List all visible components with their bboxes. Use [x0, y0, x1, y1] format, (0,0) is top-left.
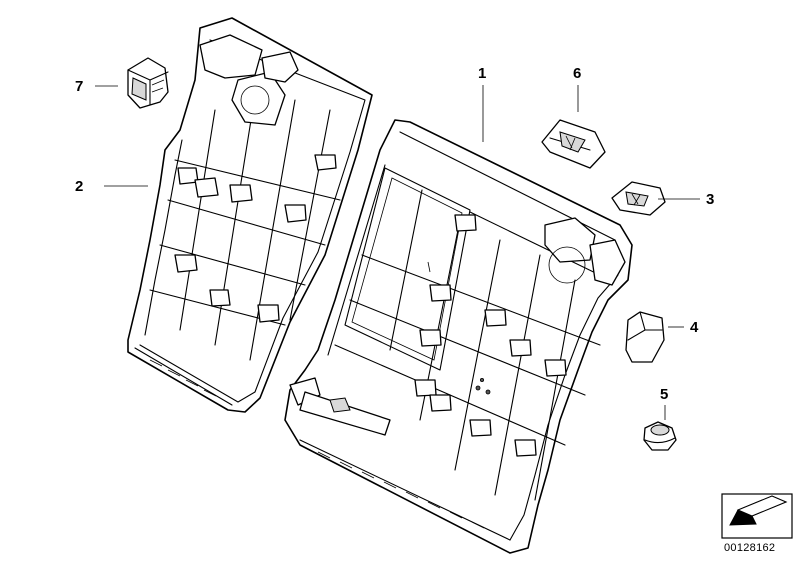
callout-6: 6 [573, 65, 582, 82]
part-6-cover [541, 119, 606, 169]
callout-4: 4 [690, 319, 699, 336]
reference-number: 00128162 [724, 542, 776, 554]
callout-3: 3 [706, 191, 715, 208]
callout-7: 7 [75, 78, 84, 95]
navigation-arrow-icon [721, 493, 793, 539]
part-2-left-backrest-frame [127, 17, 373, 413]
callout-2: 2 [75, 178, 84, 195]
callout-1: 1 [478, 65, 487, 82]
callout-5: 5 [660, 386, 669, 403]
leader-lines [95, 85, 700, 420]
part-7-clip [127, 57, 169, 109]
part-5-knob [643, 421, 677, 451]
part-4-bracket [625, 311, 665, 363]
part-3-cover [611, 181, 666, 216]
part-1-right-backrest-frame [284, 119, 633, 554]
